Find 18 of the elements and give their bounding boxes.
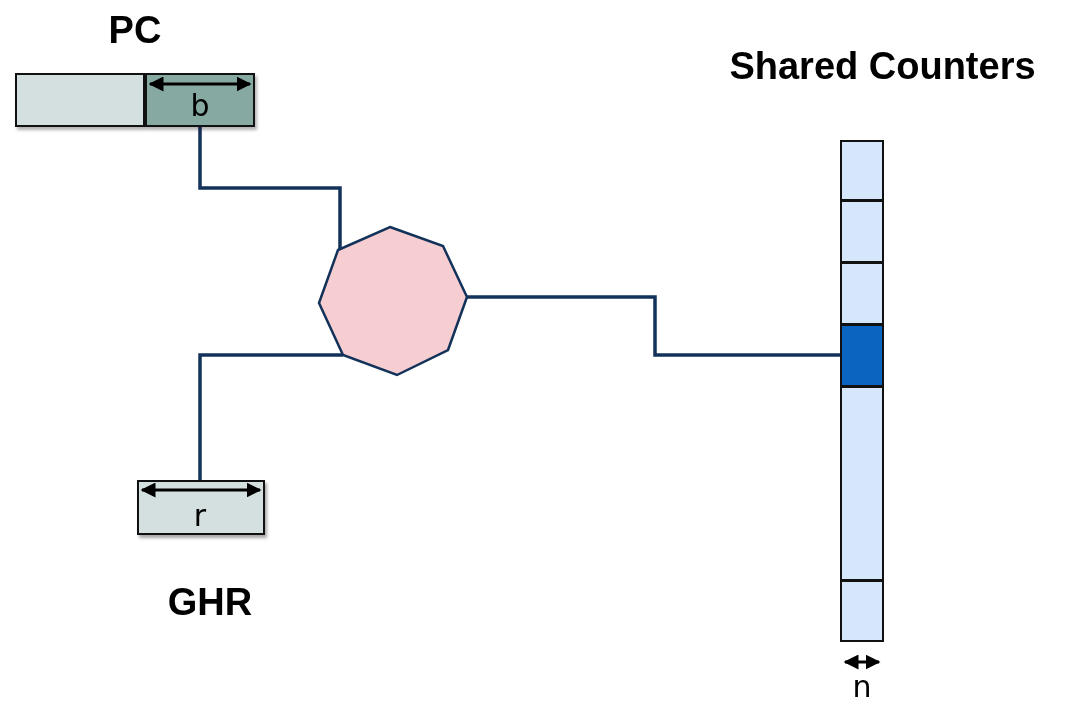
dimension-label: n (851, 670, 873, 703)
register-heading: GHR (166, 580, 254, 624)
register-segment (15, 73, 145, 127)
counter-cell (840, 324, 884, 387)
register-segment (145, 73, 255, 127)
dimension-label: b (189, 89, 211, 123)
counter-cell (840, 262, 884, 325)
hash-octagon (319, 227, 467, 375)
counter-cell (840, 386, 884, 581)
counter-cell (840, 580, 884, 642)
register-heading: PC (107, 8, 163, 52)
counter-cell (840, 200, 884, 263)
dimension-label: r (192, 499, 208, 533)
table-heading: Shared Counters (728, 44, 1037, 88)
connector-line (198, 353, 343, 480)
counter-cell (840, 140, 884, 201)
connector-line (198, 127, 342, 250)
connector-line (467, 295, 840, 357)
